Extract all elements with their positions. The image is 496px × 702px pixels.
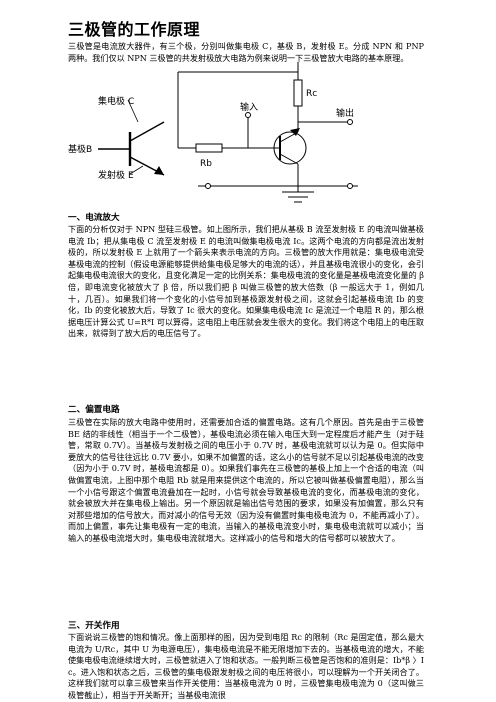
- emitter-arrow: [290, 128, 300, 136]
- base-label: 基极: [68, 143, 86, 155]
- emitter-label: 发射极: [98, 169, 125, 181]
- amplifier-circuit: [177, 62, 358, 203]
- emitter-letter-label: E: [128, 171, 134, 181]
- rb-label: Rb: [200, 159, 212, 169]
- section-text-bias-circuit: 三极管在实际的放大电路中使用时，还需要加合适的偏置电路。这有几个原因。首先是由于…: [68, 417, 424, 543]
- section-text-switch-function: 下面说说三极管的饱和情况。像上面那样的图，因为受到电阻 Rc 的限制（Rc 是固…: [68, 632, 424, 700]
- output-label: 输出: [336, 107, 354, 119]
- transistor-circuit-diagram: 基极 B 集电极 C 发射极 E: [68, 62, 358, 203]
- collector-label: 集电极: [98, 95, 125, 107]
- collector-letter-label: C: [128, 97, 134, 107]
- rc-label: Rc: [306, 89, 317, 99]
- section-text-current-amplification: 下面的分析仅对于 NPN 型硅三极管。如上图所示，我们把从基极 B 流至发射极 …: [68, 224, 424, 339]
- section-heading-current-amplification: 一、电流放大: [68, 213, 120, 223]
- input-label: 输入: [240, 101, 258, 113]
- section-heading-switch-function: 三、开关作用: [68, 621, 120, 631]
- base-letter-label: B: [86, 145, 92, 155]
- intro-paragraph: 三极管是电流放大器件，有三个极，分别叫做集电极 C，基极 B，发射极 E。分成 …: [68, 41, 424, 63]
- page-title: 三极管的工作原理: [68, 20, 201, 39]
- npn-transistor-symbol: [98, 121, 165, 176]
- section-heading-bias-circuit: 二、偏置电路: [68, 405, 120, 415]
